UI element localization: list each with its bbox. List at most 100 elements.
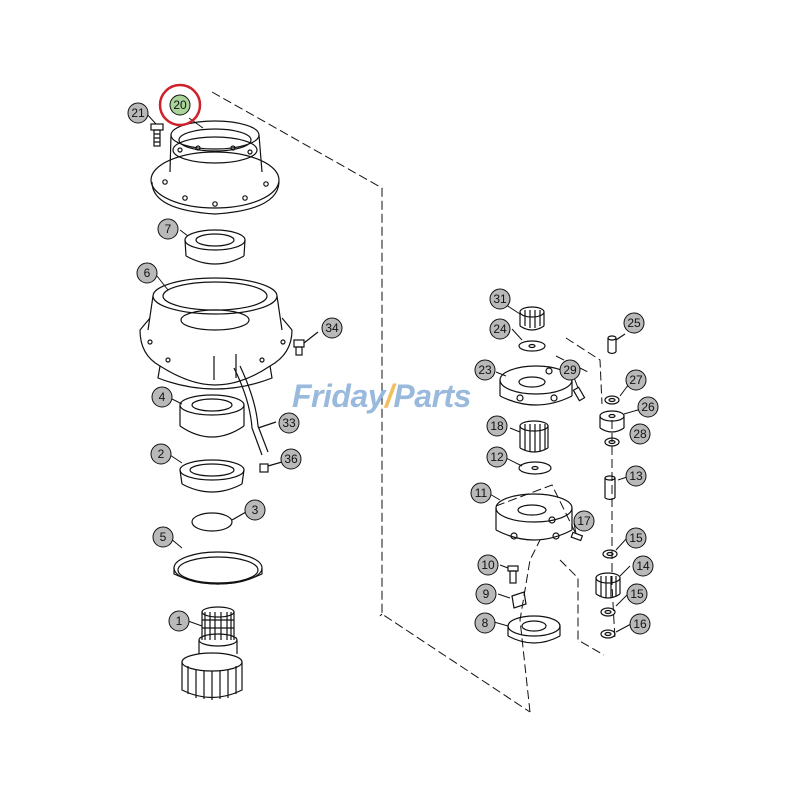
callout-number: 27 (629, 373, 643, 387)
callout-28: 28 (629, 423, 651, 445)
callout-12: 12 (486, 446, 508, 468)
callout-number: 15 (629, 531, 643, 545)
callout-number: 7 (165, 222, 172, 236)
part-15-washer-lower (600, 607, 616, 617)
part-2-seal (179, 459, 245, 493)
callout-11: 11 (470, 482, 492, 504)
callout-circle (470, 482, 492, 504)
callout-circle (559, 359, 581, 381)
part-8-nut (507, 615, 561, 644)
callout-circle (474, 359, 496, 381)
callout-circle (623, 312, 645, 334)
callout-4: 4 (151, 386, 173, 408)
callout-circle (632, 555, 654, 577)
part-31-gear (519, 306, 545, 331)
callout-number: 3 (252, 503, 259, 517)
part-13-pin (604, 475, 616, 501)
callout-number: 10 (481, 558, 495, 572)
callout-number: 31 (493, 292, 507, 306)
callout-25: 25 (623, 312, 645, 334)
callout-number: 9 (483, 587, 490, 601)
callout-27: 27 (625, 369, 647, 391)
callout-33: 33 (278, 412, 300, 434)
callout-21: 21 (127, 102, 149, 124)
callout-number: 20 (173, 98, 187, 112)
callout-circle (573, 510, 595, 532)
highlight-ring (158, 83, 202, 127)
part-25-pin (607, 333, 626, 355)
part-7-bearing (184, 229, 246, 265)
callout-number: 28 (633, 427, 647, 441)
part-33-pipe (233, 365, 277, 456)
callout-circle (244, 499, 266, 521)
callout-circle (489, 288, 511, 310)
callout-number: 2 (158, 447, 165, 461)
callout-34: 34 (321, 317, 343, 339)
callout-10: 10 (477, 554, 499, 576)
leader-lines (145, 112, 649, 633)
part-36-fitting (259, 461, 283, 473)
part-12-thrust-washer (518, 461, 552, 475)
part-3-o-ring (191, 511, 247, 532)
callout-number: 14 (636, 559, 650, 573)
callout-circle (321, 317, 343, 339)
part-21-bolt (150, 123, 164, 147)
callout-26: 26 (637, 396, 659, 418)
callout-8: 8 (474, 612, 496, 634)
callout-number: 36 (284, 452, 298, 466)
callout-circle (626, 583, 648, 605)
callout-number: 8 (482, 616, 489, 630)
part-6-carrier-housing (139, 277, 293, 390)
callout-36: 36 (280, 448, 302, 470)
part-1-shaft (181, 606, 243, 700)
part-15-washer-upper (602, 549, 618, 559)
callout-circle (625, 465, 647, 487)
callout-circle (168, 610, 190, 632)
part-29-pin (572, 386, 586, 402)
callout-18: 18 (486, 415, 508, 437)
part-24-washer (518, 340, 546, 352)
callout-number: 29 (563, 363, 577, 377)
callout-number: 18 (490, 419, 504, 433)
callout-number: 6 (144, 266, 151, 280)
callout-29: 29 (559, 359, 581, 381)
part-20-housing (150, 120, 280, 215)
watermark-logo: Friday/Parts (292, 378, 471, 415)
callout-circle (629, 423, 651, 445)
callout-7: 7 (157, 218, 179, 240)
callout-5: 5 (152, 526, 174, 548)
callout-number: 13 (629, 469, 643, 483)
callout-number: 21 (131, 106, 145, 120)
callout-number: 5 (160, 530, 167, 544)
part-5-ring (173, 551, 263, 585)
callout-13: 13 (625, 465, 647, 487)
callout-circle (151, 386, 173, 408)
callout-number: 34 (325, 321, 339, 335)
callout-number: 26 (641, 400, 655, 414)
callout-15: 15 (626, 583, 648, 605)
part-28-washer (604, 437, 620, 447)
part-14-gear (595, 572, 621, 599)
callout-9: 9 (475, 583, 497, 605)
callout-6: 6 (136, 262, 158, 284)
callout-circle (625, 369, 647, 391)
callout-23: 23 (474, 359, 496, 381)
callout-circle (629, 613, 651, 635)
part-17-pin (570, 531, 584, 542)
callout-circle (475, 583, 497, 605)
callout-circle (150, 443, 172, 465)
callout-24: 24 (489, 318, 511, 340)
callout-31: 31 (489, 288, 511, 310)
callout-number: 11 (475, 486, 488, 500)
callout-number: 25 (627, 316, 641, 330)
part-34-plug (293, 331, 319, 356)
part-27-washer (604, 395, 620, 405)
callout-14: 14 (632, 555, 654, 577)
part-9-lock-plate (511, 591, 527, 609)
callout-circle (136, 262, 158, 284)
part-4-bearing (179, 394, 245, 438)
part-11-carrier (495, 493, 573, 541)
callout-circle (477, 554, 499, 576)
